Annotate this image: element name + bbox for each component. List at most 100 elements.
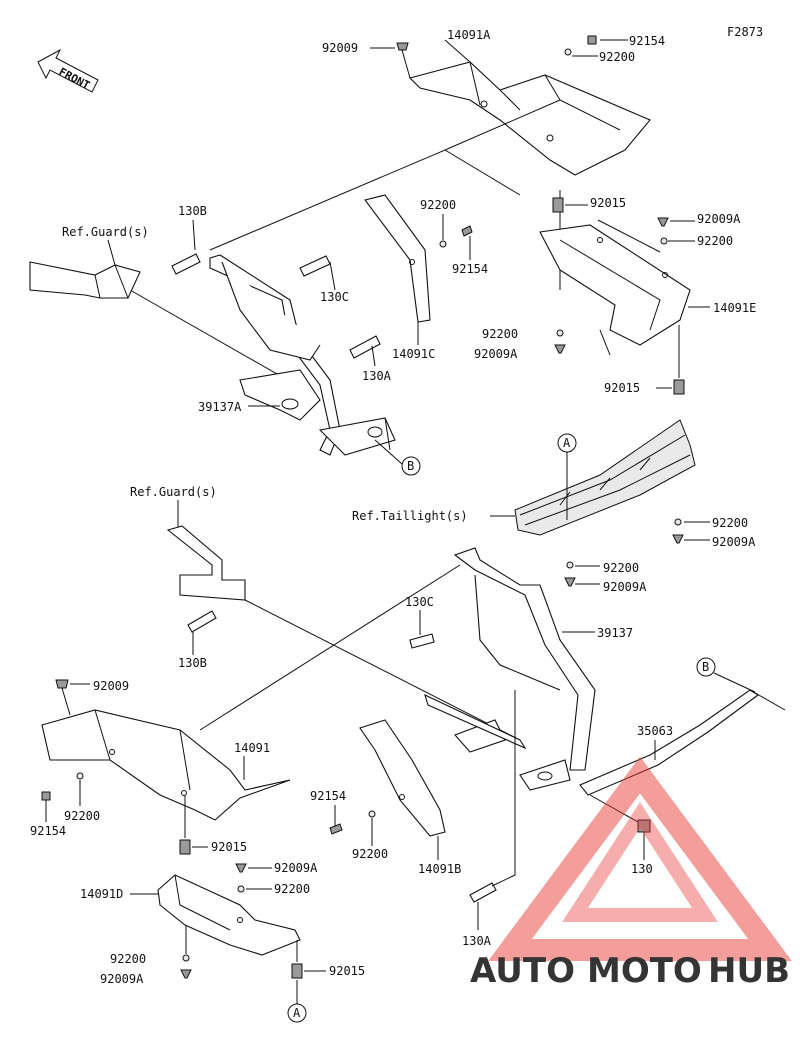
cover-14091D	[157, 874, 301, 956]
label-92154-bl: 92154	[30, 824, 66, 838]
bolt-130B-top	[171, 253, 201, 275]
label-39137: 39137	[597, 626, 633, 640]
callout-a-bottom: A	[293, 1006, 301, 1020]
bolt-130C-top	[299, 255, 331, 277]
bolt-92154-bm	[329, 823, 343, 835]
bolt-92015-b1	[179, 839, 191, 855]
bolt-92009A-r3	[672, 534, 684, 544]
callout-b-top-circle	[401, 456, 421, 476]
label-92154-top: 92154	[629, 34, 665, 48]
washer-92200-bl	[76, 772, 84, 780]
watermark-auto: AUTO	[470, 951, 575, 991]
bolt-130C-bottom	[409, 633, 435, 649]
bolt-92009-bottom	[55, 679, 71, 716]
bolt-92015-r1	[552, 197, 564, 213]
label-92009A-r2: 92009A	[474, 347, 518, 361]
watermark-logo: AUTO MOTO HUB	[470, 756, 792, 991]
label-130A-bottom: 130A	[462, 934, 492, 948]
bracket-39137A	[209, 254, 396, 456]
label-92009-bottom: 92009	[93, 679, 129, 693]
watermark-moto: MOTO	[587, 951, 702, 991]
label-14091D: 14091D	[80, 887, 123, 901]
label-130B-top: 130B	[178, 204, 207, 218]
callout-b-bottom-circle	[696, 657, 716, 677]
label-92015-r2: 92015	[604, 381, 640, 395]
label-92009A-r4: 92009A	[603, 580, 647, 594]
front-arrow-icon: FRONT	[37, 48, 99, 93]
label-14091E: 14091E	[713, 301, 756, 315]
label-130C-top: 130C	[320, 290, 349, 304]
label-35063: 35063	[637, 724, 673, 738]
label-92015-b2: 92015	[329, 964, 365, 978]
label-92154-bm: 92154	[310, 789, 346, 803]
bolt-92009A-r4	[564, 577, 576, 587]
ref-guard-top: Ref.Guard(s)	[62, 225, 149, 239]
label-14091B: 14091B	[418, 862, 461, 876]
bolt-92009A-b2	[180, 969, 192, 979]
watermark-hub: HUB	[708, 951, 790, 991]
label-92200-b2: 92200	[110, 952, 146, 966]
label-14091A: 14091A	[447, 28, 491, 42]
washer-92200-r4	[566, 561, 574, 569]
label-92200-r4: 92200	[603, 561, 639, 575]
bolt-130A-bottom	[469, 882, 497, 903]
cover-14091A	[408, 61, 651, 176]
label-130-bottom: 130	[631, 862, 653, 876]
washer-92200-mid	[439, 240, 447, 248]
bolt-92154-top	[587, 35, 597, 45]
label-92154-mid: 92154	[452, 262, 488, 276]
guard-ref-bottom	[166, 525, 246, 601]
callout-a-top: A	[563, 436, 571, 450]
ref-guard-bottom: Ref.Guard(s)	[130, 485, 217, 499]
label-92200-bm: 92200	[352, 847, 388, 861]
label-14091C: 14091C	[392, 347, 435, 361]
label-92009A-b2: 92009A	[100, 972, 144, 986]
label-92015-r1: 92015	[590, 196, 626, 210]
bolt-92154-bl	[41, 791, 51, 801]
cover-14091E	[539, 224, 691, 346]
bolt-92009A-r1	[657, 217, 669, 227]
label-92200-bl: 92200	[64, 809, 100, 823]
label-92200-r2: 92200	[482, 327, 518, 341]
bolt-92015-b2	[291, 963, 303, 979]
label-92009A-r3: 92009A	[712, 535, 756, 549]
label-14091: 14091	[234, 741, 270, 755]
bolt-130A-top	[349, 335, 381, 359]
washer-92200-top	[564, 48, 572, 56]
cover-14091	[41, 709, 291, 821]
callout-a-bottom-circle	[287, 1003, 307, 1023]
washer-92200-b2	[182, 954, 190, 962]
label-92200-top: 92200	[599, 50, 635, 64]
label-92015-b1: 92015	[211, 840, 247, 854]
label-92200-mid: 92200	[420, 198, 456, 212]
bolt-92009A-b1	[235, 863, 247, 873]
label-92200-r1: 92200	[697, 234, 733, 248]
label-130C-bottom: 130C	[405, 595, 434, 609]
washer-92200-r2	[556, 329, 564, 337]
callout-b-top: B	[407, 459, 414, 473]
washer-92200-r1	[660, 237, 668, 245]
label-130B-bottom: 130B	[178, 656, 207, 670]
washer-92200-r3	[674, 518, 682, 526]
bracket-39137	[424, 547, 596, 791]
label-92200-b1: 92200	[274, 882, 310, 896]
bolt-92154-mid	[461, 225, 473, 237]
taillight-ref	[514, 419, 696, 536]
label-92200-r3: 92200	[712, 516, 748, 530]
bolt-130B-bottom	[187, 610, 217, 633]
bar-35063	[579, 689, 759, 796]
bolt-92015-r2	[673, 379, 685, 395]
guard-ref-top	[29, 261, 141, 299]
label-92009A-b1: 92009A	[274, 861, 318, 875]
front-label: FRONT	[57, 65, 93, 92]
label-92009-top: 92009	[322, 41, 358, 55]
diagram-code: F2873	[727, 25, 763, 39]
cover-14091B	[359, 719, 446, 837]
bolt-92009A-r2	[554, 344, 566, 354]
label-92009A-r1: 92009A	[697, 212, 741, 226]
callout-b-bottom: B	[702, 660, 709, 674]
label-39137A: 39137A	[198, 400, 242, 414]
ref-taillight: Ref.Taillight(s)	[352, 509, 468, 523]
